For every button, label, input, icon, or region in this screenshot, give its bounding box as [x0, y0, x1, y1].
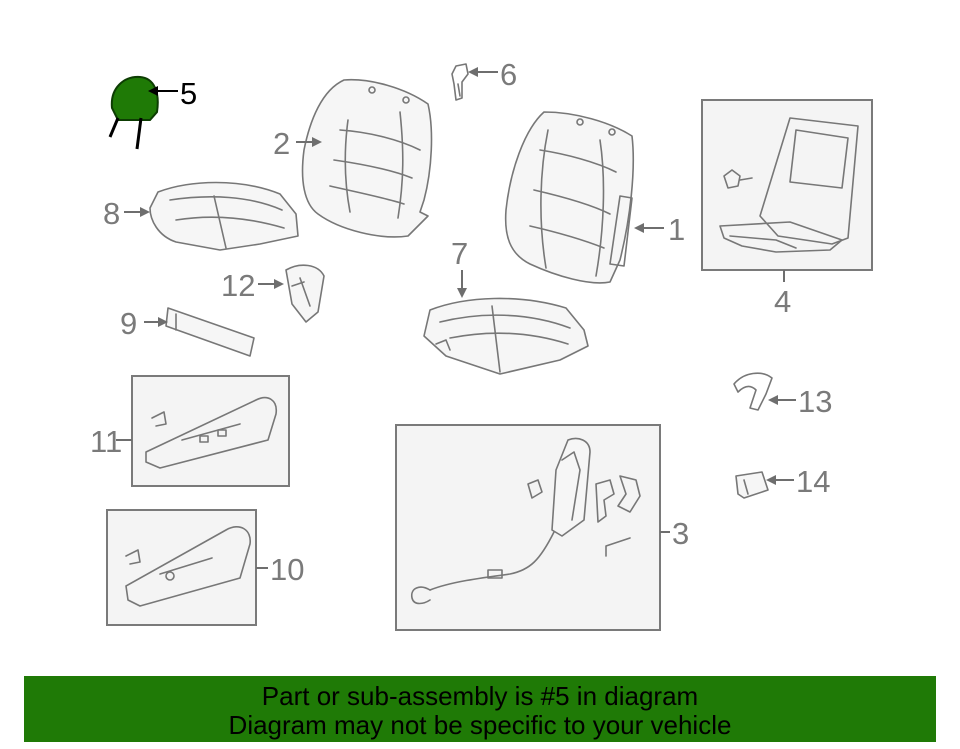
svg-text:7: 7 [451, 236, 468, 271]
part-4-seat-back-frame[interactable] [701, 99, 873, 271]
part-3-side-airbag-assembly[interactable] [395, 424, 661, 631]
svg-text:11: 11 [90, 424, 122, 459]
part-10-switch-assembly[interactable] [106, 509, 257, 626]
svg-text:9: 9 [120, 306, 137, 341]
svg-text:8: 8 [103, 196, 120, 231]
callout-8: 8 [103, 196, 150, 231]
callout-4: 4 [774, 270, 791, 319]
callout-1: 1 [634, 212, 685, 247]
svg-text:14: 14 [796, 464, 830, 499]
part-2-seat-back-cover[interactable] [301, 78, 433, 238]
part-8-cushion-pad[interactable] [149, 181, 299, 251]
callout-13: 13 [768, 384, 832, 419]
svg-text:12: 12 [221, 268, 255, 303]
svg-text:10: 10 [270, 552, 304, 587]
callout-3: 3 [660, 516, 689, 551]
svg-text:2: 2 [273, 126, 290, 161]
part-7-cushion-cover[interactable] [423, 297, 589, 375]
svg-text:6: 6 [500, 57, 517, 92]
part-11-switch-assembly[interactable] [131, 375, 290, 487]
svg-text:3: 3 [672, 516, 689, 551]
part-14-cap[interactable] [735, 471, 769, 499]
part-9-bar[interactable] [165, 307, 255, 357]
banner-line-selected-part: Part or sub-assembly is #5 in diagram [261, 681, 699, 711]
callout-11: 11 [90, 424, 132, 459]
banner-line-disclaimer: Diagram may not be specific to your vehi… [228, 710, 732, 740]
part-5-headrest[interactable] [108, 75, 159, 150]
callout-10: 10 [256, 552, 304, 587]
callout-6: 6 [468, 57, 517, 92]
info-banner: Part or sub-assembly is #5 in diagram Di… [24, 676, 936, 742]
svg-text:5: 5 [180, 76, 197, 111]
part-1-seat-back[interactable] [504, 111, 635, 284]
callout-12: 12 [221, 268, 284, 303]
callout-14: 14 [766, 464, 830, 499]
svg-text:13: 13 [798, 384, 832, 419]
callout-5: 5 [148, 76, 197, 111]
svg-text:1: 1 [668, 212, 685, 247]
svg-text:4: 4 [774, 284, 791, 319]
part-13-clip[interactable] [733, 372, 773, 411]
callout-2: 2 [273, 126, 322, 161]
part-12-trim-cover[interactable] [285, 264, 325, 323]
part-6-clip[interactable] [451, 63, 469, 101]
callout-9: 9 [120, 306, 168, 341]
callout-7: 7 [451, 236, 468, 298]
